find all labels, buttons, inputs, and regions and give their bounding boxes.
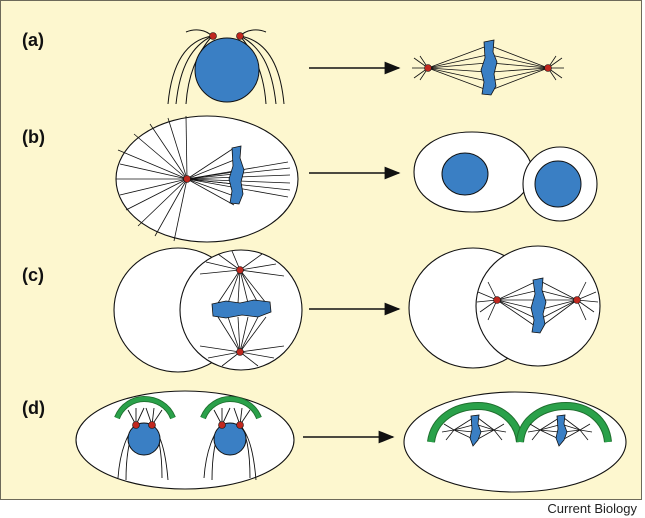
panel-c-after (409, 246, 600, 368)
cell (404, 392, 626, 492)
chromosome-plate (481, 40, 497, 95)
panel-d-after (404, 392, 626, 492)
centrosome (219, 422, 226, 429)
panel-b-after (414, 132, 597, 221)
centrosome (425, 65, 432, 72)
centrosome (545, 65, 552, 72)
panel-a-before (168, 30, 284, 104)
nucleus (195, 38, 259, 102)
centrosome (237, 267, 244, 274)
centrosome (574, 297, 581, 304)
nucleus (442, 153, 488, 195)
centrosome (237, 33, 244, 40)
cell (76, 391, 294, 489)
centrosome (237, 349, 244, 356)
centrosome (184, 176, 191, 183)
centrosome (133, 422, 140, 429)
centrosome (494, 297, 501, 304)
nucleus (535, 161, 581, 207)
panel-d-before (76, 391, 294, 489)
nucleus (128, 423, 160, 455)
centrosome (149, 422, 156, 429)
centrosome (210, 33, 217, 40)
centrosome (237, 422, 244, 429)
panel-a-after-spindle (412, 40, 564, 95)
panel-b-before (116, 116, 298, 242)
panel-c-before (114, 248, 302, 372)
chromosome-plate (212, 300, 271, 318)
